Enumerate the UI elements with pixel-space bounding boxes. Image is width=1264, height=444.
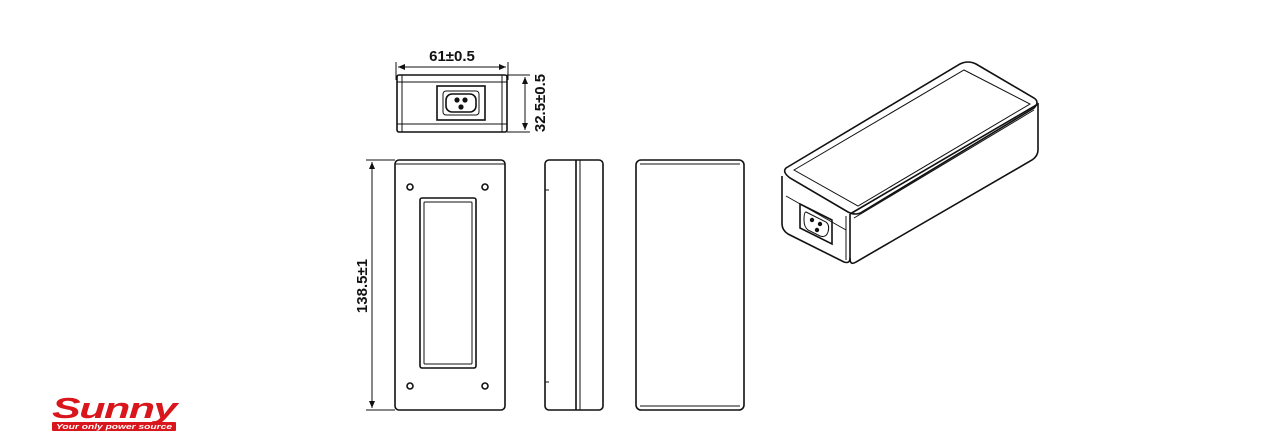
logo-brand: Sunny (52, 393, 180, 425)
height-dimension: 32.5±0.5 (532, 74, 549, 132)
length-dimension: 138.5±1 (354, 259, 371, 313)
top-view (635, 159, 745, 411)
side-view (544, 159, 604, 411)
logo-tagline: Your only power source (56, 422, 172, 431)
width-dimension: 61±0.5 (429, 48, 475, 65)
sunny-logo: Sunny Your only power source (52, 393, 181, 431)
label-recess (419, 197, 477, 369)
ac-inlet (436, 85, 486, 121)
bottom-view: 138.5±1 (354, 159, 506, 411)
isometric-view (781, 61, 1039, 265)
end-view: 61±0.5 32.5±0.5 (395, 48, 549, 133)
